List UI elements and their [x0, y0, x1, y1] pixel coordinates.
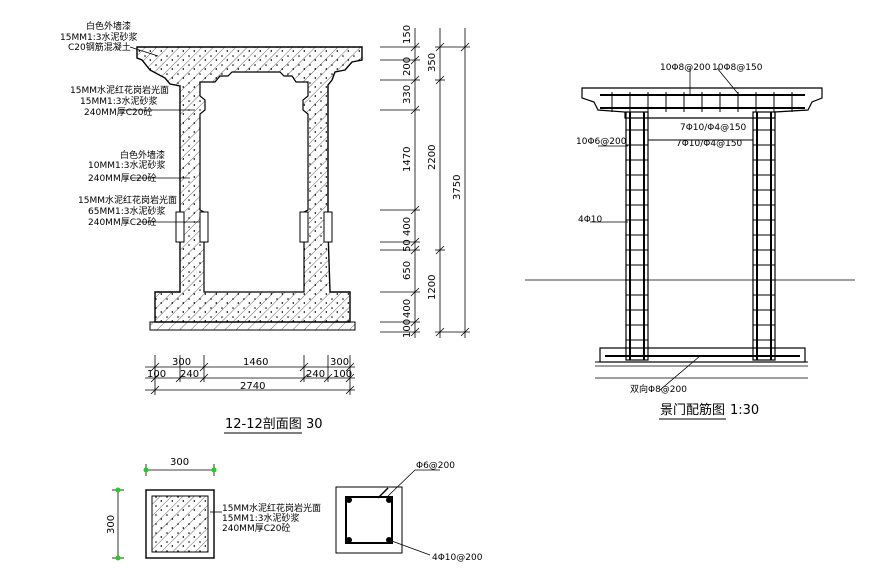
- note-11: 240MM厚C20砼: [88, 216, 156, 228]
- vdim-400a: 400: [402, 217, 413, 236]
- hdim-240a: 240: [180, 369, 199, 380]
- rebar-label-4: 7Φ10/Φ4@150: [676, 139, 743, 149]
- gate-opening: [199, 71, 309, 293]
- vdim-100: 100: [402, 319, 413, 338]
- note-6: 白色外墙漆: [120, 149, 165, 161]
- col-height: 300: [106, 515, 117, 534]
- vdim-1470: 1470: [402, 147, 413, 172]
- col-width: 300: [170, 457, 189, 468]
- rebar-label-5: 4Φ10: [578, 215, 603, 225]
- vdim-200: 200: [402, 57, 413, 76]
- hdim-300a: 300: [172, 357, 191, 368]
- col-note-2: 240MM厚C20砼: [222, 522, 290, 534]
- hdim-100b: 100: [333, 369, 352, 380]
- column-rebar-drawing: [335, 469, 440, 556]
- note-1: 15MM1:3水泥砂浆: [60, 31, 137, 43]
- col-rebar-label-1: 4Φ10@200: [432, 553, 483, 563]
- vdim-150: 150: [402, 25, 413, 44]
- horizontal-dimensions: [145, 355, 355, 395]
- section-12-leaders: [120, 46, 200, 223]
- vdim-330: 330: [402, 85, 413, 104]
- rebar-label-2: 10Φ6@200: [576, 137, 627, 147]
- rebar-title: 景门配筋图: [660, 402, 725, 418]
- rebar-label-1: 10Φ8@150: [712, 63, 763, 73]
- note-9: 15MM水泥红花岗岩光面: [78, 194, 177, 206]
- vertical-dimensions: [380, 28, 470, 338]
- rebar-scale: 1:30: [730, 403, 759, 418]
- note-4: 15MM1:3水泥砂浆: [80, 95, 157, 107]
- section-scale: 30: [306, 417, 323, 432]
- col-note-1: 15MM1:3水泥砂浆: [222, 512, 299, 524]
- column-section-drawing: 300 300 15MM水泥红花岗岩光面 15MM1:3水泥砂浆 240MM厚C…: [106, 457, 321, 561]
- vdim-1200: 1200: [427, 275, 438, 300]
- col-rebar-label-0: Φ6@200: [416, 461, 455, 471]
- section-12-title: 12-12剖面图 30: [224, 417, 323, 434]
- note-7: 10MM1:3水泥砂浆: [88, 159, 165, 171]
- note-8: 240MM厚C20砼: [88, 172, 156, 184]
- rebar-view-title: 景门配筋图 1:30: [659, 402, 759, 420]
- vdim-3750: 3750: [452, 175, 463, 200]
- note-2: C20钢筋混凝土: [68, 41, 131, 53]
- hdim-1460: 1460: [243, 357, 268, 368]
- vertical-dimension-labels: 150 200 330 1470 400 50 650 400 100 350 …: [402, 25, 463, 338]
- rebar-view-drawing: [525, 67, 855, 391]
- vdim-50: 50: [402, 239, 413, 252]
- section-12-drawing: [136, 46, 363, 331]
- col-note-0: 15MM水泥红花岗岩光面: [222, 502, 321, 514]
- rebar-label-0: 10Φ8@200: [660, 63, 711, 73]
- section-12-notes: 白色外墙漆 15MM1:3水泥砂浆 C20钢筋混凝土 15MM水泥红花岗岩光面 …: [60, 20, 177, 228]
- hdim-100a: 100: [147, 369, 166, 380]
- vdim-2200: 2200: [427, 145, 438, 170]
- rebar-label-6: 双向Φ8@200: [630, 383, 687, 395]
- note-5: 240MM厚C20砼: [84, 106, 152, 118]
- hdim-300b: 300: [330, 357, 349, 368]
- rebar-view-labels: 10Φ8@200 10Φ8@150 10Φ6@200 7Φ10/Φ4@150 7…: [576, 63, 763, 395]
- note-0: 白色外墙漆: [86, 20, 131, 32]
- note-10: 65MM1:3水泥砂浆: [88, 205, 165, 217]
- vdim-400b: 400: [402, 299, 413, 318]
- section-title: 12-12剖面图: [225, 417, 302, 432]
- vdim-350: 350: [427, 53, 438, 72]
- vdim-650: 650: [402, 261, 413, 280]
- column-rebar-labels: Φ6@200 4Φ10@200: [416, 461, 483, 563]
- rebar-label-3: 7Φ10/Φ4@150: [680, 123, 747, 133]
- note-3: 15MM水泥红花岗岩光面: [70, 84, 169, 96]
- rebar-column-stirrups: [626, 129, 775, 341]
- hdim-240b: 240: [306, 369, 325, 380]
- hdim-2740: 2740: [240, 381, 265, 392]
- horizontal-dimension-labels: 300 1460 300 100 240 240 100 2740: [147, 357, 352, 392]
